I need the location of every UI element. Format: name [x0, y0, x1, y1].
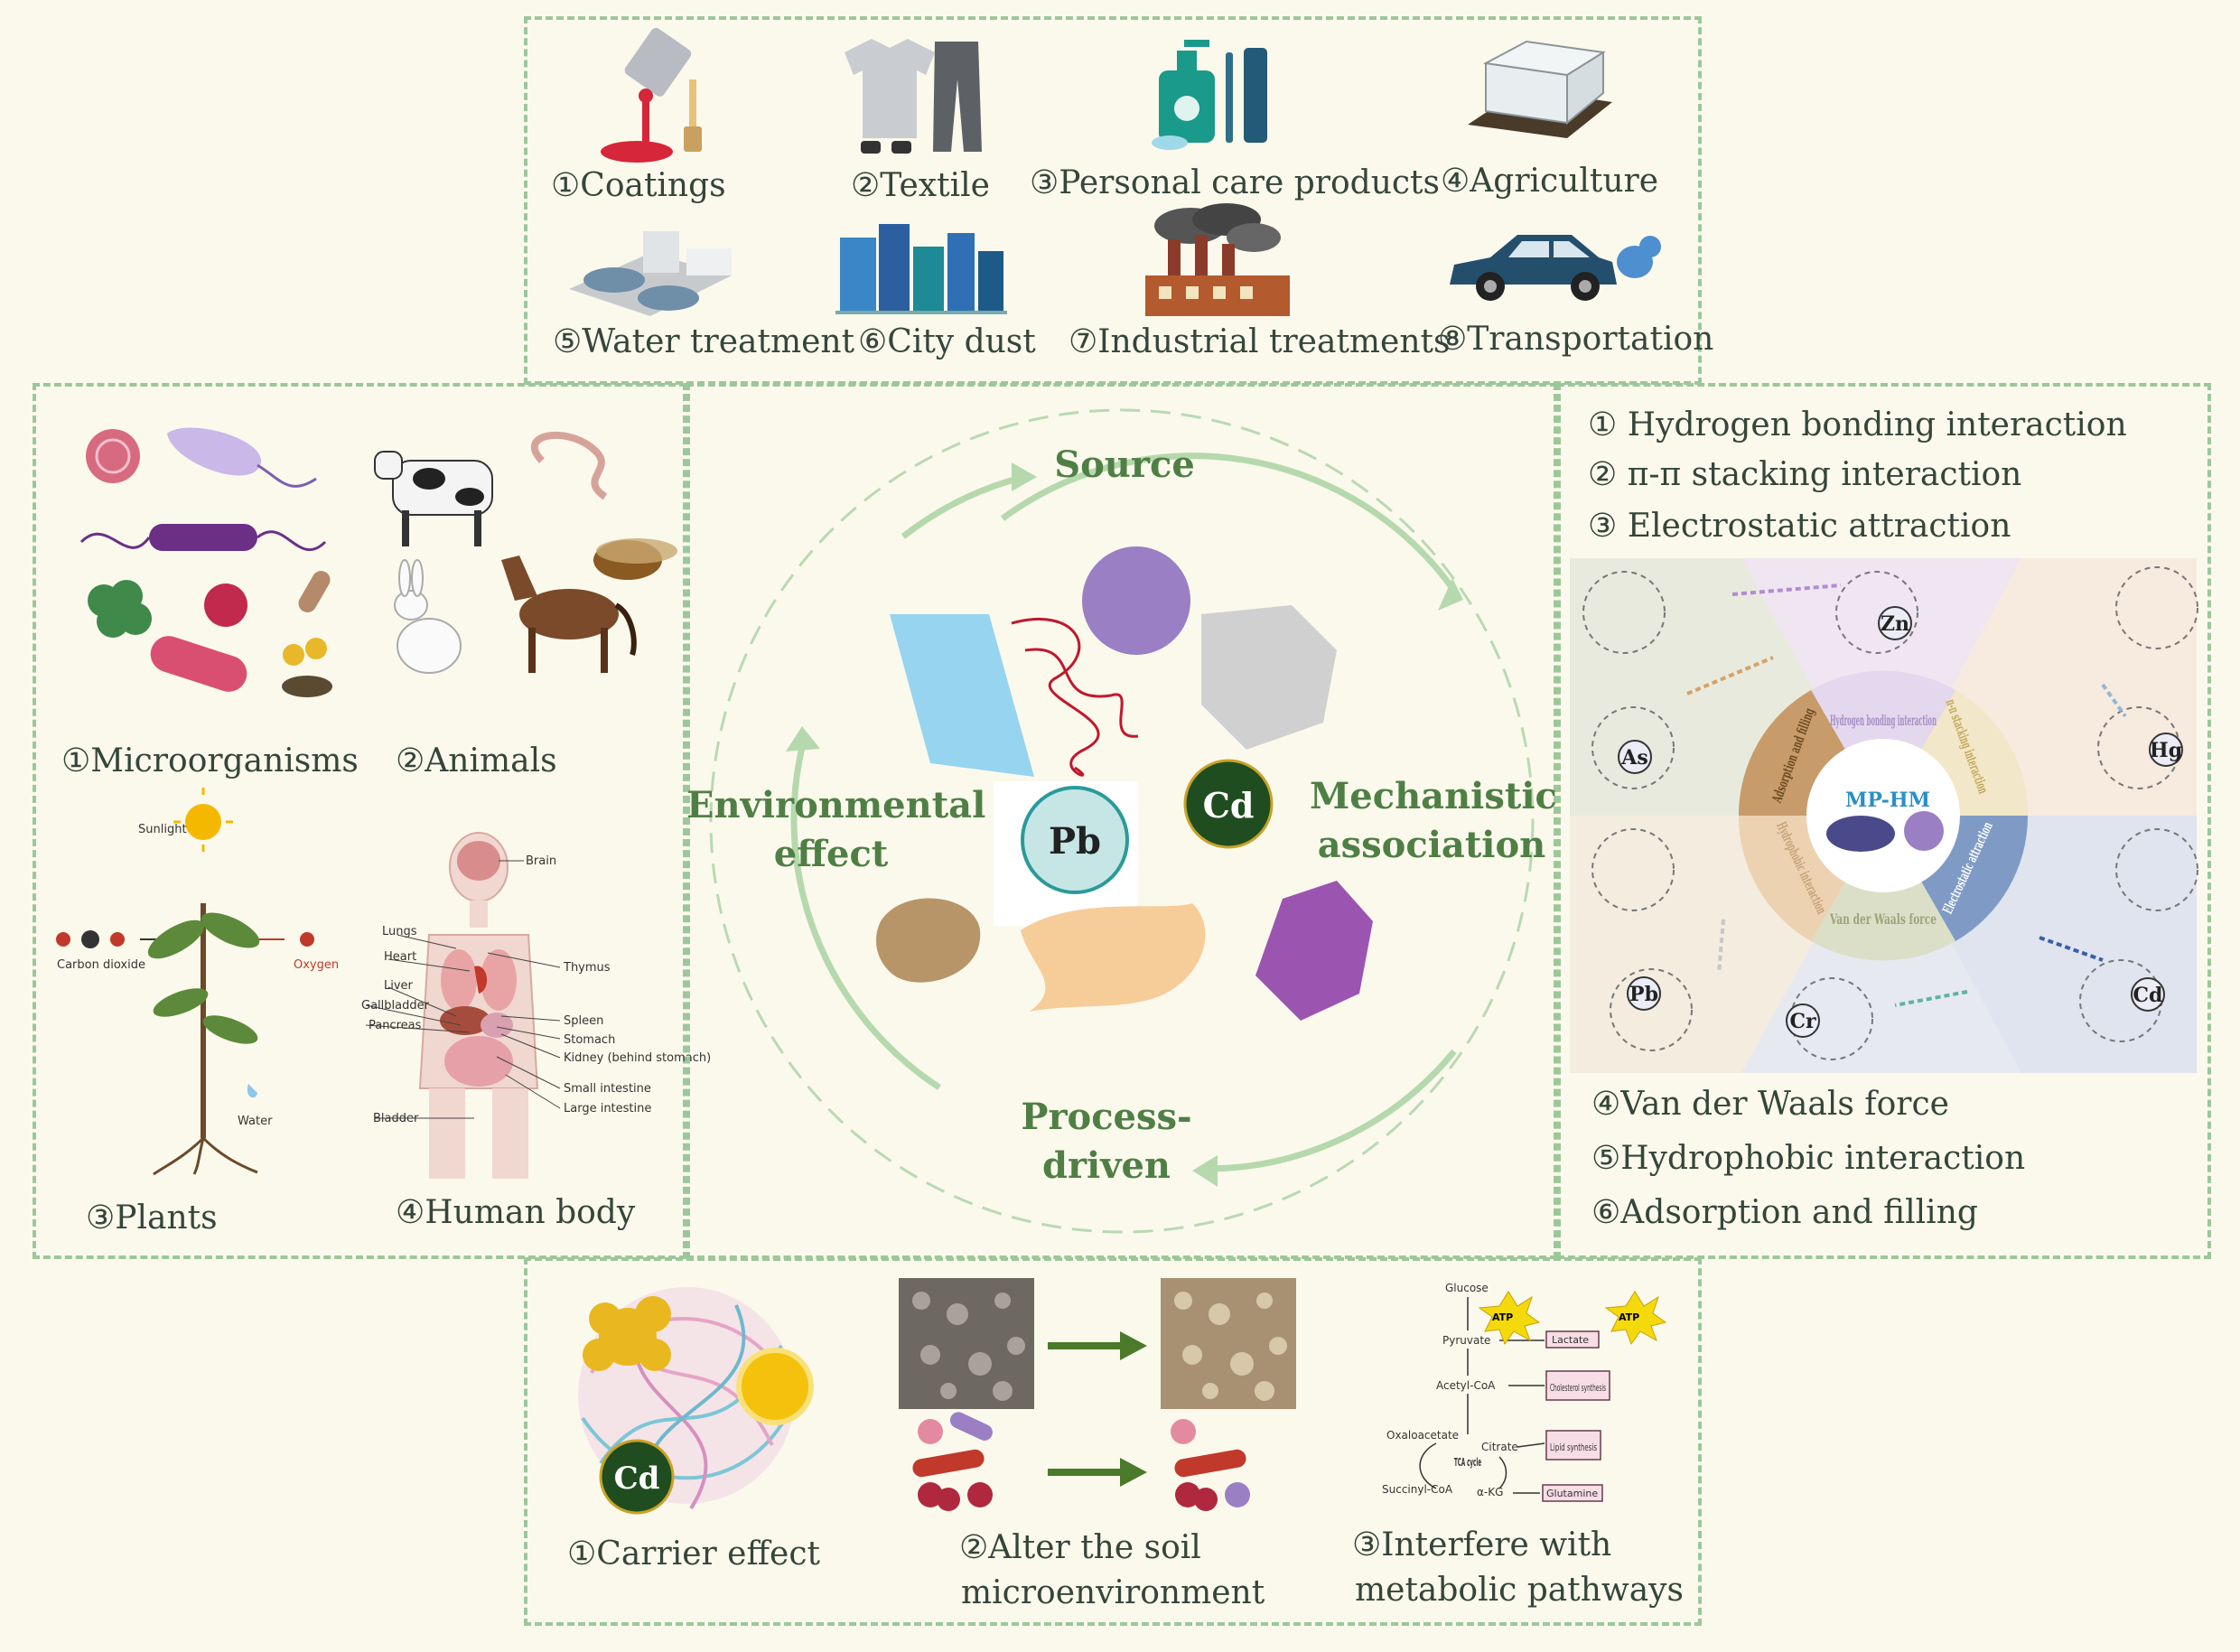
paint-bucket-icon [583, 25, 718, 170]
metal-label-pb: Pb [1629, 983, 1658, 1006]
metab-tca: TCA cycle [1454, 1456, 1481, 1469]
plant-co2-label: Carbon dioxide [57, 958, 145, 972]
cycle-label-source: Source [1034, 441, 1215, 490]
wheel-segment-vdw: Van der Waals force [1829, 910, 1937, 928]
body-label-pancreas: Pancreas [369, 1019, 422, 1032]
receptor-label-human-body: ④Human body [396, 1194, 635, 1231]
receptor-label-microorganisms: ①Microorganisms [61, 742, 359, 779]
car-icon [1441, 221, 1657, 303]
body-label-brain: Brain [526, 854, 556, 868]
cycle-label-process-line1: Process- [1003, 1093, 1210, 1142]
metal-label-cd: Cd [2133, 984, 2163, 1007]
clothes-icon [835, 34, 989, 161]
source-label-textile: ②Textile [851, 167, 990, 204]
metal-label-cr: Cr [1789, 1010, 1816, 1033]
source-label-industrial: ⑦Industrial treatments [1069, 323, 1450, 360]
receptor-label-animals: ②Animals [396, 742, 557, 779]
pb-label: Pb [1049, 820, 1101, 863]
source-label-agriculture: ④Agriculture [1441, 163, 1658, 200]
mechanism-item-5: ⑤Hydrophobic interaction [1591, 1140, 2025, 1177]
mechanism-wheel: MP-HM Hydrogen bonding interaction π-π s… [1570, 558, 2197, 1073]
body-label-gallbladder: Gallbladder [361, 999, 430, 1013]
metal-label-zn: Zn [1881, 612, 1909, 636]
source-label-water-treatment: ⑤Water treatment [553, 323, 854, 360]
body-label-thymus: Thymus [563, 961, 611, 975]
plant-oxygen-label: Oxygen [294, 958, 339, 972]
effect-label-soil-line2: microenvironment [961, 1574, 1265, 1611]
plant-sunlight-label: Sunlight [138, 823, 187, 836]
body-label-heart: Heart [384, 950, 416, 964]
animals-icon [361, 425, 686, 705]
body-label-lungs: Lungs [382, 925, 417, 938]
metab-glucose: Glucose [1445, 1282, 1489, 1294]
receptor-label-plants: ③Plants [86, 1199, 218, 1237]
source-label-transportation: ⑧Transportation [1438, 321, 1713, 358]
metab-lactate: Lactate [1552, 1334, 1589, 1346]
metab-acetyl: Acetyl-CoA [1436, 1379, 1496, 1392]
mechanism-item-4: ④Van der Waals force [1591, 1086, 1949, 1123]
microorganisms-icon [63, 415, 388, 714]
mechanism-item-2: ② π-π stacking interaction [1588, 456, 2021, 493]
metab-oxaloacetate: Oxaloacetate [1386, 1429, 1459, 1442]
mechanism-item-1: ① Hydrogen bonding interaction [1588, 406, 2127, 443]
plants-icon: Sunlight Carbon dioxide Oxygen Water [50, 795, 348, 1174]
source-label-coatings: ①Coatings [551, 167, 726, 204]
source-label-personal-care: ③Personal care products [1030, 164, 1440, 201]
source-label-city-dust: ⑥City dust [858, 323, 1036, 360]
water-plant-icon [560, 226, 741, 325]
metab-atp-2: ATP [1619, 1311, 1639, 1323]
plant-water-label: Water [238, 1115, 273, 1128]
mechanism-item-3: ③ Electrostatic attraction [1588, 508, 2011, 545]
effect-label-metabolic-line1: ③Interfere with [1352, 1526, 1611, 1563]
carrier-cd-label: Cd [614, 1461, 660, 1497]
metab-atp-1: ATP [1492, 1311, 1513, 1323]
microplastic-shapes: Pb Cd [867, 542, 1391, 1048]
metab-pyruvate: Pyruvate [1442, 1334, 1490, 1347]
wheel-segment-hydrogen: Hydrogen bonding interaction [1830, 712, 1937, 729]
metab-succinyl: Succinyl-CoA [1382, 1483, 1453, 1496]
metabolic-pathway-diagram: Glucose Pyruvate Acetyl-CoA Oxaloacetate… [1382, 1272, 1680, 1525]
personal-care-icon [1143, 34, 1287, 152]
city-icon [835, 215, 1007, 314]
metal-label-as: As [1620, 746, 1647, 770]
greenhouse-icon [1459, 25, 1621, 143]
body-label-spleen: Spleen [564, 1014, 603, 1028]
body-label-bladder: Bladder [373, 1112, 419, 1125]
body-label-stomach: Stomach [564, 1033, 615, 1047]
metab-citrate: Citrate [1481, 1441, 1518, 1453]
body-label-liver: Liver [384, 979, 414, 993]
wheel-center-label: MP-HM [1845, 789, 1930, 812]
soil-microenvironment-icon [894, 1274, 1301, 1526]
carrier-effect-icon: Cd [555, 1265, 826, 1526]
cd-label: Cd [1203, 785, 1255, 826]
mechanism-item-6: ⑥Adsorption and filling [1591, 1194, 1978, 1231]
cycle-label-process-line2: driven [1003, 1142, 1210, 1190]
metab-lipid: Lipid synthesis [1550, 1442, 1597, 1453]
factory-icon [1136, 203, 1299, 321]
body-label-small-intestine: Small intestine [564, 1082, 651, 1096]
metab-glutamine: Glutamine [1546, 1488, 1598, 1499]
cycle-label-process: Process- driven [1003, 1093, 1210, 1190]
body-label-large-intestine: Large intestine [564, 1102, 651, 1115]
effect-label-soil-line1: ②Alter the soil [959, 1529, 1201, 1566]
metab-cholesterol: Cholesterol synthesis [1550, 1382, 1606, 1394]
effect-label-carrier: ①Carrier effect [567, 1535, 820, 1573]
human-body-icon: Brain Lungs Heart Liver Gallbladder Panc… [343, 835, 677, 1179]
metal-label-hg: Hg [2150, 739, 2182, 762]
effect-label-metabolic-line2: metabolic pathways [1355, 1572, 1684, 1609]
